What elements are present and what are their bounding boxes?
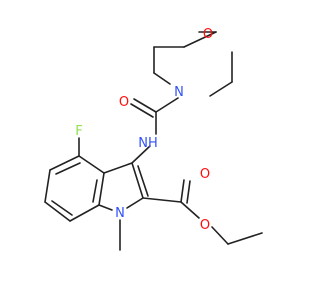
bond bbox=[142, 197, 182, 203]
atom-amide-nh: NH bbox=[138, 136, 158, 151]
bond bbox=[133, 98, 157, 113]
bond bbox=[227, 232, 263, 245]
bond bbox=[98, 204, 113, 211]
atom-fluorine: F bbox=[75, 124, 82, 139]
atom-morpholine-nitrogen: N bbox=[174, 85, 184, 100]
structure-drawing: O N O NH F N O O bbox=[44, 27, 263, 251]
bonds bbox=[44, 31, 263, 251]
bond bbox=[78, 155, 105, 174]
bond bbox=[49, 155, 80, 171]
molecule-canvas: O N O NH F N O O bbox=[44, 27, 263, 251]
bond bbox=[69, 204, 100, 222]
bond bbox=[180, 179, 185, 203]
bond bbox=[153, 72, 171, 85]
bond bbox=[130, 103, 154, 118]
bond bbox=[183, 31, 217, 48]
bond bbox=[211, 226, 229, 245]
bond bbox=[55, 162, 81, 175]
bond bbox=[103, 162, 133, 174]
atom-urea-oxygen: O bbox=[119, 95, 129, 110]
bond bbox=[209, 81, 233, 97]
atom-indole-nitrogen: N bbox=[115, 206, 125, 221]
bond bbox=[44, 169, 51, 203]
atom-morpholine-oxygen: O bbox=[203, 27, 213, 42]
atom-ester-oxygen: O bbox=[200, 218, 210, 233]
bond bbox=[137, 165, 149, 197]
atom-ester-carbonyl-oxygen: O bbox=[200, 167, 210, 182]
bond bbox=[180, 201, 200, 219]
bond bbox=[186, 180, 191, 204]
bond bbox=[155, 97, 179, 113]
bond bbox=[51, 200, 73, 216]
bond bbox=[98, 172, 105, 206]
atom-labels: O N O NH F N O O bbox=[75, 27, 213, 233]
bond bbox=[92, 179, 98, 203]
bond bbox=[126, 197, 144, 209]
bond bbox=[131, 162, 144, 199]
bond bbox=[44, 201, 71, 222]
bond bbox=[131, 145, 151, 164]
